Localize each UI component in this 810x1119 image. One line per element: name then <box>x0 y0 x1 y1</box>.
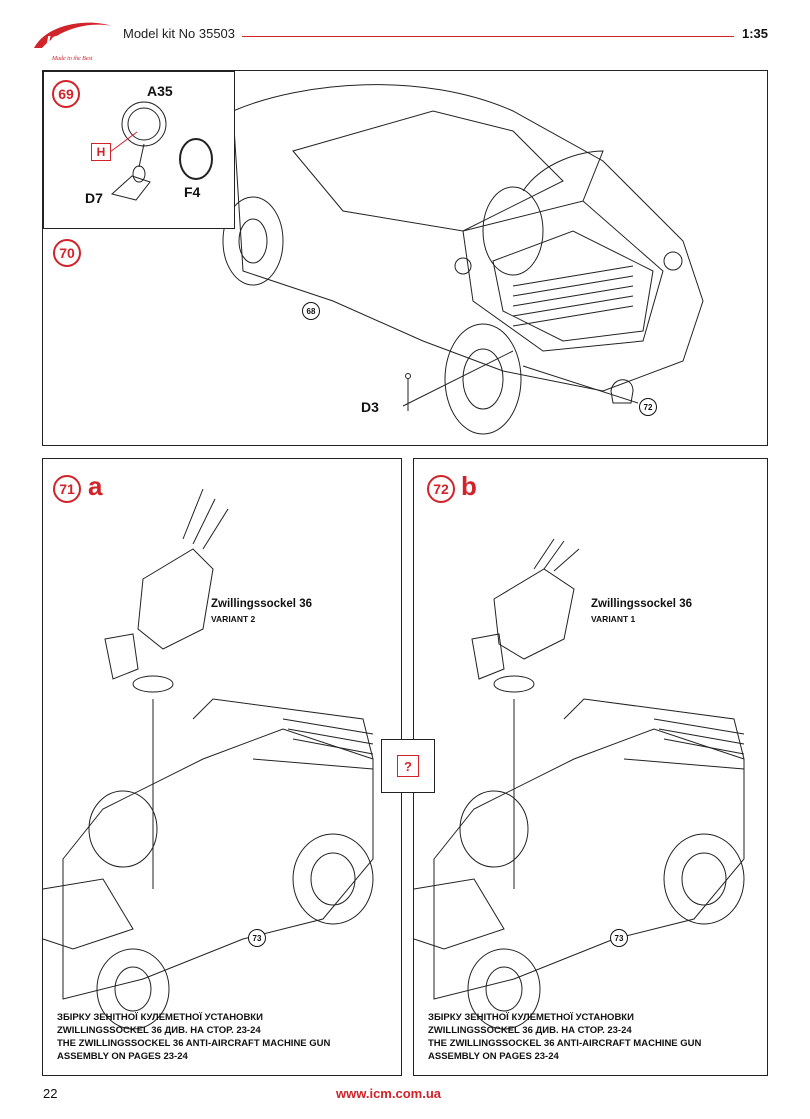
gun-mount-title: Zwillingssockel 36 <box>591 598 692 610</box>
ref-73-a: 73 <box>248 929 266 947</box>
paint-code-h: H <box>91 143 111 161</box>
option-question-mark: ? <box>397 755 419 777</box>
step-70-badge: 70 <box>53 239 81 267</box>
step-69-badge: 69 <box>52 80 80 108</box>
headlight-parts-drawing <box>109 101 213 201</box>
step-71-badge: 71 <box>53 475 81 503</box>
option-choice-box: ? <box>381 739 435 793</box>
header-rule <box>242 36 734 37</box>
ref-68: 68 <box>302 302 320 320</box>
variant-letter-b: b <box>461 471 477 501</box>
note-ua-line2: ZWILLINGSSOCKEL 36 ДИВ. НА СТОР. 23-24 <box>428 1025 632 1036</box>
scale-label: 1:35 <box>742 26 769 41</box>
brand-tagline: Made in the Best <box>51 56 93 62</box>
part-d3-label: D3 <box>361 399 379 415</box>
assembly-note-ua-a: ЗБІРКУ ЗЕНІТНОЇ КУЛЕМЕТНОЇ УСТАНОВКИ ZWI… <box>57 1011 387 1063</box>
part-a35-label: A35 <box>147 83 173 99</box>
step-69-inset: 69 A35 H D7 F4 <box>43 71 235 229</box>
part-d7-label: D7 <box>85 190 103 206</box>
variant2-assembly-drawing <box>42 488 374 1030</box>
ref-72: 72 <box>639 398 657 416</box>
ref-73-b: 73 <box>610 929 628 947</box>
brand-text: ICM <box>46 33 74 50</box>
panel-step-71: 71 a Zwillingssockel 36 VARIANT 2 <box>42 458 402 1076</box>
assembly-note-ua-b: ЗБІРКУ ЗЕНІТНОЇ КУЛЕМЕТНОЇ УСТАНОВКИ ZWI… <box>428 1011 758 1063</box>
gun-mount-variant: VARIANT 1 <box>591 614 636 624</box>
kit-title: Model kit No 35503 <box>123 26 236 41</box>
step-72-badge: 72 <box>427 475 455 503</box>
note-en-line2: ASSEMBLY ON PAGES 23-24 <box>57 1051 188 1062</box>
page-header: ICM Made in the Best Model kit No 35503 … <box>0 0 810 62</box>
note-en-line1: THE ZWILLINGSSOCKEL 36 ANTI-AIRCRAFT MAC… <box>428 1038 702 1049</box>
panel-steps-69-70: 69 A35 H D7 F4 70 68 D3 72 <box>42 70 768 446</box>
note-en-line1: THE ZWILLINGSSOCKEL 36 ANTI-AIRCRAFT MAC… <box>57 1038 331 1049</box>
part-f4-label: F4 <box>184 184 201 200</box>
vehicle-front-drawing <box>222 84 704 435</box>
panel-step-72: 72 b Zwillingssockel 36 VARIANT 1 73 <box>413 458 768 1076</box>
gun-mount-title: Zwillingssockel 36 <box>211 598 312 610</box>
note-en-line2: ASSEMBLY ON PAGES 23-24 <box>428 1051 559 1062</box>
variant1-assembly-drawing <box>413 538 745 1030</box>
note-ua-line1: ЗБІРКУ ЗЕНІТНОЇ КУЛЕМЕТНОЇ УСТАНОВКИ <box>57 1012 263 1023</box>
gun-mount-variant: VARIANT 2 <box>211 614 256 624</box>
note-ua-line2: ZWILLINGSSOCKEL 36 ДИВ. НА СТОР. 23-24 <box>57 1025 261 1036</box>
website-link[interactable]: www.icm.com.ua <box>336 1086 441 1101</box>
page-number: 22 <box>43 1086 58 1101</box>
icm-logo: ICM Made in the Best <box>34 22 112 62</box>
variant-letter-a: a <box>88 471 103 501</box>
note-ua-line1: ЗБІРКУ ЗЕНІТНОЇ КУЛЕМЕТНОЇ УСТАНОВКИ <box>428 1012 634 1023</box>
